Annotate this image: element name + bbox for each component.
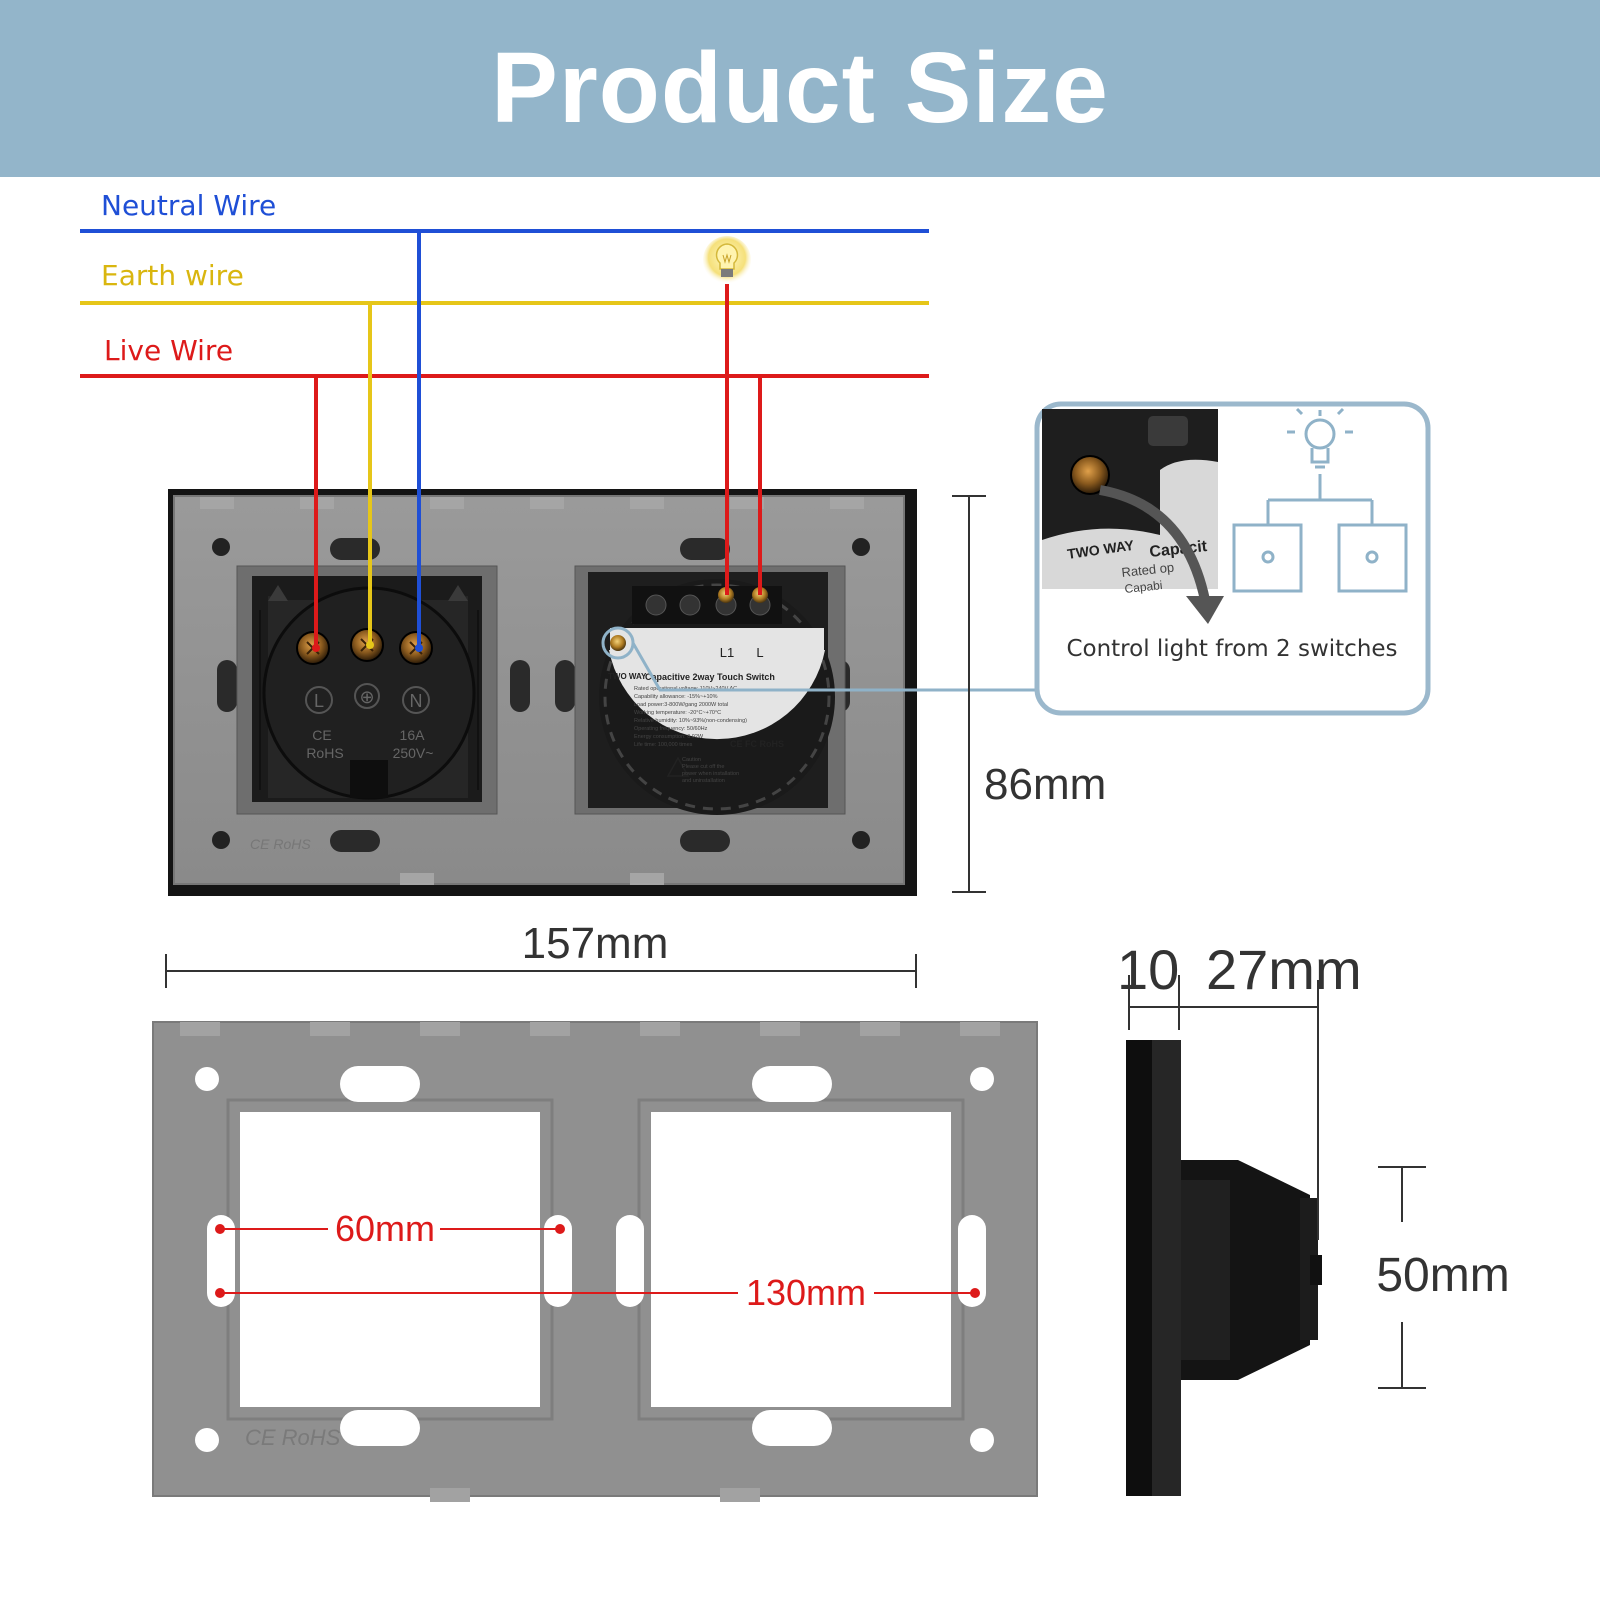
height-dimension [952, 495, 986, 893]
frame-opening-left [240, 1112, 540, 1407]
switch-spec-line: Life time: 100,000 times [634, 742, 693, 748]
socket-earth-mark: ⊕ [359, 687, 374, 707]
socket-ce-mark: CE [312, 727, 331, 743]
callout-connector [631, 642, 1040, 692]
terminal-l1-label: L1 [720, 645, 734, 660]
switch-spec-line: Operating frequency: 50/60Hz [634, 726, 708, 732]
frame-ce-rohs-marking: CE RoHS [245, 1425, 341, 1450]
switch-spec-line: Relative humidity: 10%~93%(non-condensin… [634, 718, 747, 724]
switch-spec-line: Energy consumption: 0.02W [634, 734, 704, 740]
socket-rohs-mark: RoHS [306, 745, 343, 761]
caution-title: Caution [682, 757, 701, 763]
depth-dimension [1128, 975, 1319, 1240]
switch-title-label: Capacitive 2way Touch Switch [645, 672, 775, 682]
switch-spec-line: Capability allowance: -15%~+10% [634, 694, 718, 700]
hole-pitch-label: 60mm [335, 1208, 435, 1249]
callout-caption: Control light from 2 switches [1066, 636, 1397, 662]
panel-ce-rohs-marking: CE RoHS [250, 836, 311, 852]
light-bulb-icon [703, 236, 751, 284]
socket-live-mark: L [314, 691, 324, 711]
curved-arrow-icon [1099, 485, 1210, 602]
switch-spec-line: Working temperature: -20°C~+70°C [634, 710, 721, 716]
switch-spec-line: Load power:3-800W/gang 2000W total [634, 702, 728, 708]
touch-switch-insert: L1 L TWO WAY Capacitive 2way Touch Switc… [574, 565, 846, 815]
header-banner: Product Size [0, 0, 1600, 177]
earth-wire-label: Earth wire [101, 259, 244, 292]
width-dimension-label: 157mm [522, 919, 669, 968]
zoom-capabi-text: Capabi [1124, 578, 1163, 596]
switch-prefix-label: TWO WAY [608, 672, 647, 681]
terminal-l-label: L [756, 645, 763, 660]
frame-opening-right [651, 1112, 951, 1407]
caution-line: power when installation [682, 771, 739, 777]
two-switch-schematic-icon [1232, 407, 1408, 593]
socket-voltage-rating: 250V~ [393, 745, 434, 761]
body-height-dimension [1378, 1166, 1426, 1389]
front-thickness-label: 10 [1117, 938, 1179, 1001]
caution-line: and uninstallation [682, 778, 725, 784]
depth-label: 27mm [1206, 938, 1362, 1001]
mounting-frame: CE RoHS 60mm 130mm [152, 1021, 1038, 1502]
zoom-rated-text: Rated op [1121, 560, 1175, 580]
socket-insert: L ⊕ N CE RoHS 16A 250V~ [236, 565, 498, 815]
width-dimension [165, 954, 917, 988]
socket-current-rating: 16A [400, 727, 426, 743]
body-height-label: 50mm [1376, 1249, 1509, 1302]
side-profile [1126, 1040, 1322, 1496]
back-panel-assembly: CE RoHS L ⊕ N CE RoHS 1 [168, 489, 917, 896]
two-way-callout: TWO WAY Capacit Rated op Capabi [1034, 401, 1431, 716]
live-wire-label: Live Wire [104, 334, 233, 367]
caution-icon [666, 756, 690, 777]
switch-cert-marks: CE FC RoHS [730, 739, 784, 749]
page-title: Product Size [491, 32, 1109, 144]
caution-line: Please cut off the [682, 764, 724, 770]
neutral-wire-label: Neutral Wire [101, 189, 276, 222]
hole-span-label: 130mm [746, 1272, 866, 1313]
socket-neutral-mark: N [410, 691, 423, 711]
height-dimension-label: 86mm [984, 760, 1106, 809]
